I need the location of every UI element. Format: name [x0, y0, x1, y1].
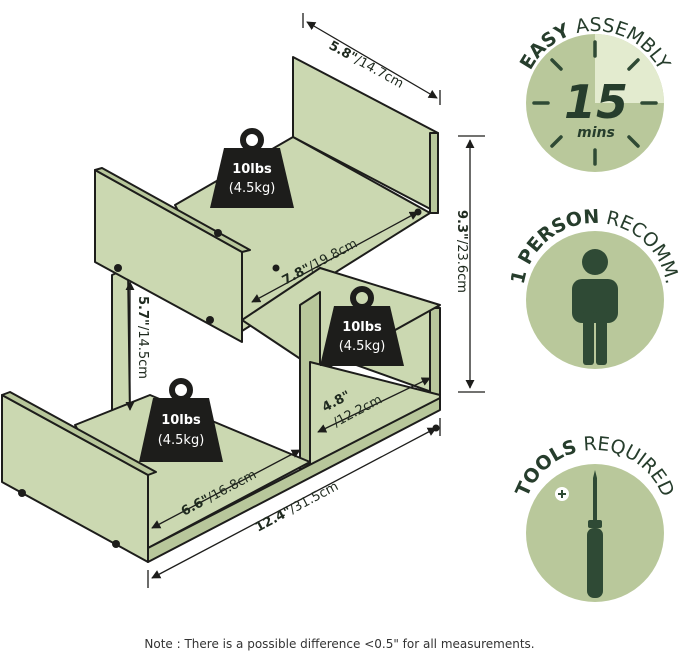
- weight-lbs: 10lbs: [161, 413, 201, 428]
- weight-lbs: 10lbs: [342, 320, 382, 335]
- cube-side-panel: [429, 307, 441, 401]
- badge-easy-assembly: EASY ASSEMBLY 15 mins: [516, 14, 674, 172]
- weight-lbs: 10lbs: [232, 162, 272, 177]
- measurement-note: Note : There is a possible difference <0…: [144, 637, 535, 651]
- assembly-unit: mins: [577, 125, 615, 141]
- weight-kg: (4.5kg): [158, 433, 205, 448]
- weight-kg: (4.5kg): [229, 181, 276, 196]
- assembly-minutes: 15: [564, 75, 628, 129]
- left-post: [111, 267, 131, 421]
- weight-kg: (4.5kg): [339, 339, 386, 354]
- weight-icon: [139, 398, 223, 462]
- weight-cube: 10lbs (4.5kg): [320, 286, 404, 366]
- badge-one-person: 1 PERSON RECOMM.: [507, 206, 679, 369]
- weight-icon: [210, 148, 294, 208]
- badge-tools-required: TOOLS REQUIRED: [511, 433, 679, 602]
- weight-top: 10lbs (4.5kg): [210, 128, 294, 208]
- dim-cube-height: 5.7"/14.5cm: [135, 296, 150, 379]
- dim-height: 9.3"/23.6cm: [454, 210, 469, 293]
- weight-icon: [320, 306, 404, 366]
- screwdriver-icon: [555, 470, 603, 598]
- weight-bottom: 10lbs (4.5kg): [139, 378, 223, 462]
- person-icon: [572, 249, 618, 365]
